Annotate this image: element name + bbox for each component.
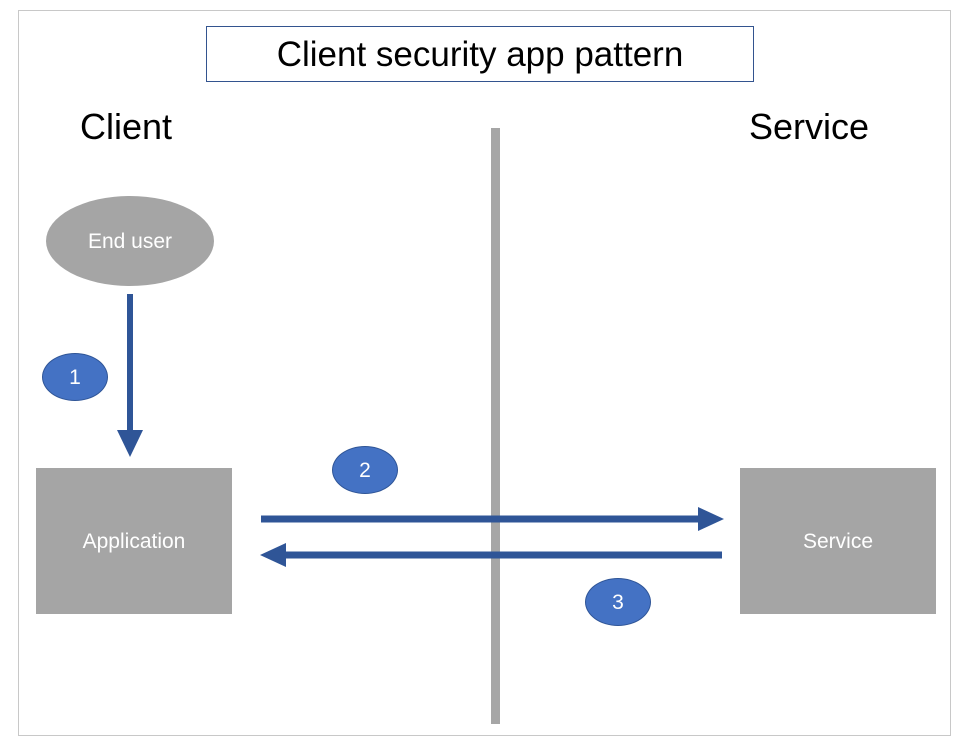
- slide-frame: [18, 10, 951, 736]
- step-badge-1: 1: [42, 353, 108, 401]
- node-end-user: End user: [46, 196, 214, 286]
- step-badge-2: 2: [332, 446, 398, 494]
- node-service-label: Service: [802, 529, 874, 553]
- boundary-divider: [491, 128, 500, 724]
- node-application-label: Application: [82, 529, 186, 553]
- node-end-user-label: End user: [87, 229, 173, 253]
- title-box: Client security app pattern: [206, 26, 754, 82]
- column-heading-client: Client: [80, 106, 173, 147]
- node-service: Service: [740, 468, 936, 614]
- column-heading-service: Service: [749, 106, 870, 147]
- step-badge-3-label: 3: [612, 590, 624, 614]
- step-badge-1-label: 1: [69, 365, 81, 389]
- step-badge-2-label: 2: [359, 458, 371, 482]
- step-badge-3: 3: [585, 578, 651, 626]
- node-application: Application: [36, 468, 232, 614]
- page-title: Client security app pattern: [276, 34, 684, 74]
